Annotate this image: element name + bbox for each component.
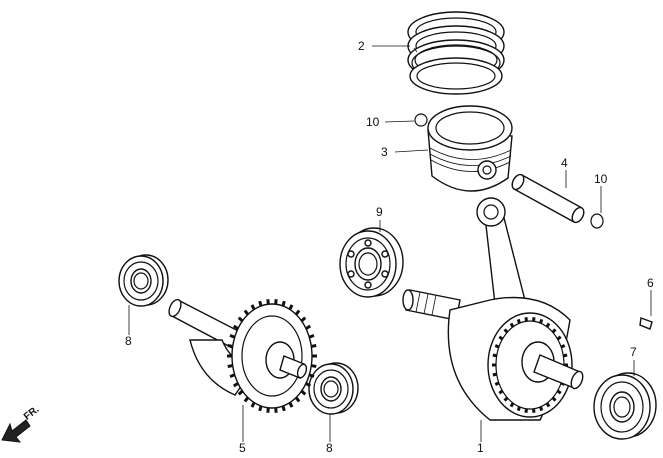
callout-bearing-8-bottom: 8 [326, 441, 333, 455]
callout-bearing-7: 7 [630, 345, 637, 359]
callout-bearing-9: 9 [376, 205, 383, 219]
callout-woodruff-key: 6 [647, 276, 654, 290]
callout-piston: 3 [381, 145, 388, 159]
callout-bearing-8-left: 8 [125, 334, 132, 348]
crankshaft-drawing [402, 197, 584, 421]
bearing-7-drawing [593, 372, 657, 440]
balancer-shaft-drawing [168, 298, 317, 413]
woodruff-key-drawing [639, 317, 653, 330]
callout-ring-set: 2 [358, 39, 365, 53]
callout-pin-clip-right: 10 [594, 172, 608, 186]
piston-pin-drawing [511, 173, 585, 224]
piston-ring-set-drawing [407, 11, 505, 95]
callout-piston-pin: 4 [561, 156, 568, 170]
callout-pin-clip-left: 10 [366, 115, 380, 129]
callout-balancer: 5 [239, 441, 246, 455]
piston-drawing [427, 105, 513, 192]
pin-clip-left-drawing [414, 113, 428, 127]
front-arrow-icon [1, 419, 31, 443]
leader-lines [128, 45, 652, 442]
pin-clip-right-drawing [590, 213, 604, 229]
bearing-9-drawing [339, 227, 404, 298]
bearing-8-bottom-drawing [308, 362, 359, 415]
callout-crankshaft: 1 [477, 441, 484, 455]
bearing-8-left-drawing [118, 254, 169, 307]
